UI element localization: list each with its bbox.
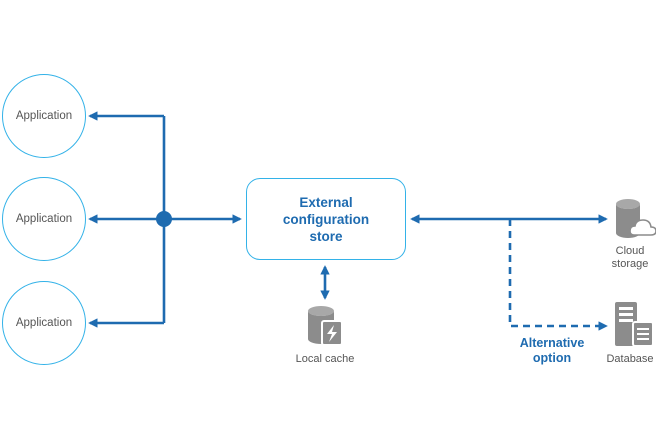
database-bolt-icon (308, 306, 343, 346)
dashed-alternative-line (508, 219, 608, 331)
local-cache-label: Local cache (295, 353, 355, 365)
alternative-option-label: Alternative option (519, 336, 585, 365)
config-store-label: External configuration store (282, 194, 370, 244)
application-node-3: Application (2, 281, 86, 365)
junction-dot (156, 211, 172, 227)
application-node-1: Application (2, 74, 86, 158)
server-document-icon (615, 302, 654, 347)
database-label: Database (606, 353, 654, 365)
application-label: Application (15, 110, 73, 122)
application-node-2: Application (2, 177, 86, 261)
application-label: Application (15, 317, 73, 329)
cloud-storage-label: Cloud storage (611, 245, 649, 270)
external-configuration-store: External configuration store (246, 178, 406, 260)
application-label: Application (15, 213, 73, 225)
database-cloud-icon (616, 199, 656, 238)
